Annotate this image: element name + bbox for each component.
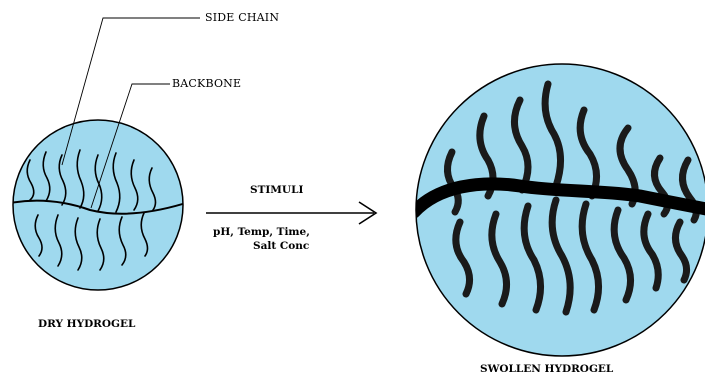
stimuli-label: STIMULI	[250, 184, 303, 196]
side-chain-label: SIDE CHAIN	[205, 11, 279, 24]
swollen-hydrogel-label: SWOLLEN HYDROGEL	[480, 363, 613, 375]
swollen-hydrogel	[414, 64, 705, 356]
dry-hydrogel	[10, 120, 186, 290]
stimuli-arrow	[206, 202, 376, 224]
dry-hydrogel-circle	[13, 120, 183, 290]
backbone-label: BACKBONE	[172, 77, 241, 90]
conditions-line-1: pH, Temp, Time,	[213, 226, 310, 238]
conditions-line-2: Salt Conc	[253, 240, 309, 252]
dry-hydrogel-label: DRY HYDROGEL	[38, 318, 135, 330]
